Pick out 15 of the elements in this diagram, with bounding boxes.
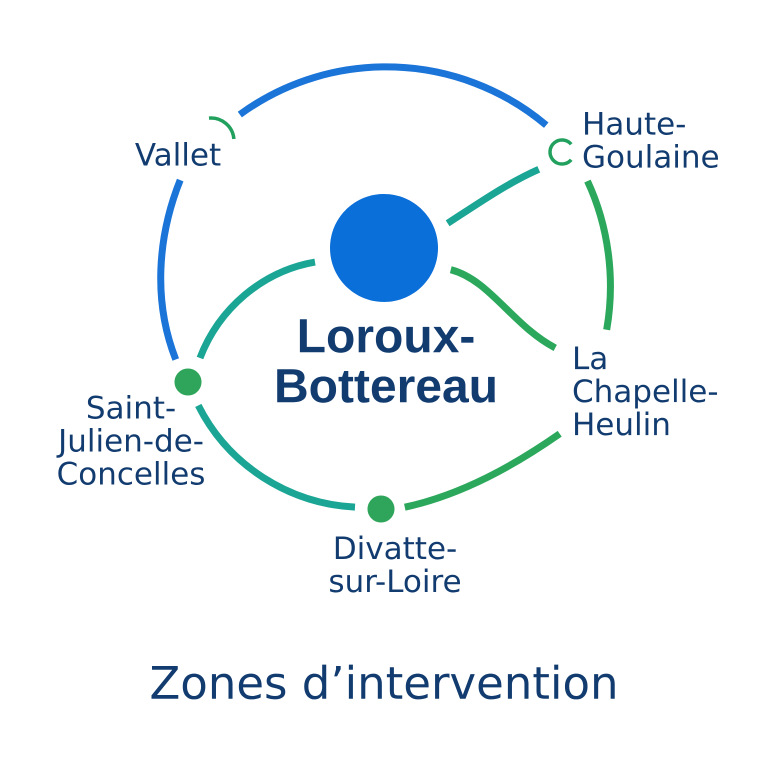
connector — [157, 178, 184, 361]
connector — [404, 430, 562, 511]
town-name: Divatte- sur-Loire — [330, 536, 460, 592]
title: Zones d’intervention — [152, 664, 615, 700]
connector — [450, 266, 558, 351]
town-name: Vallet — [135, 142, 220, 166]
connector — [238, 64, 548, 128]
connector — [584, 180, 614, 330]
town-name: Saint- Julien-de- Concelles — [56, 395, 204, 485]
connector — [195, 404, 356, 511]
place-name: Loroux- Bottereau — [277, 319, 495, 403]
town-name: La Chapelle- Heulin — [574, 346, 718, 436]
connector — [196, 258, 316, 360]
town-name: Haute- Goulaine — [584, 112, 718, 168]
connector — [446, 166, 540, 226]
